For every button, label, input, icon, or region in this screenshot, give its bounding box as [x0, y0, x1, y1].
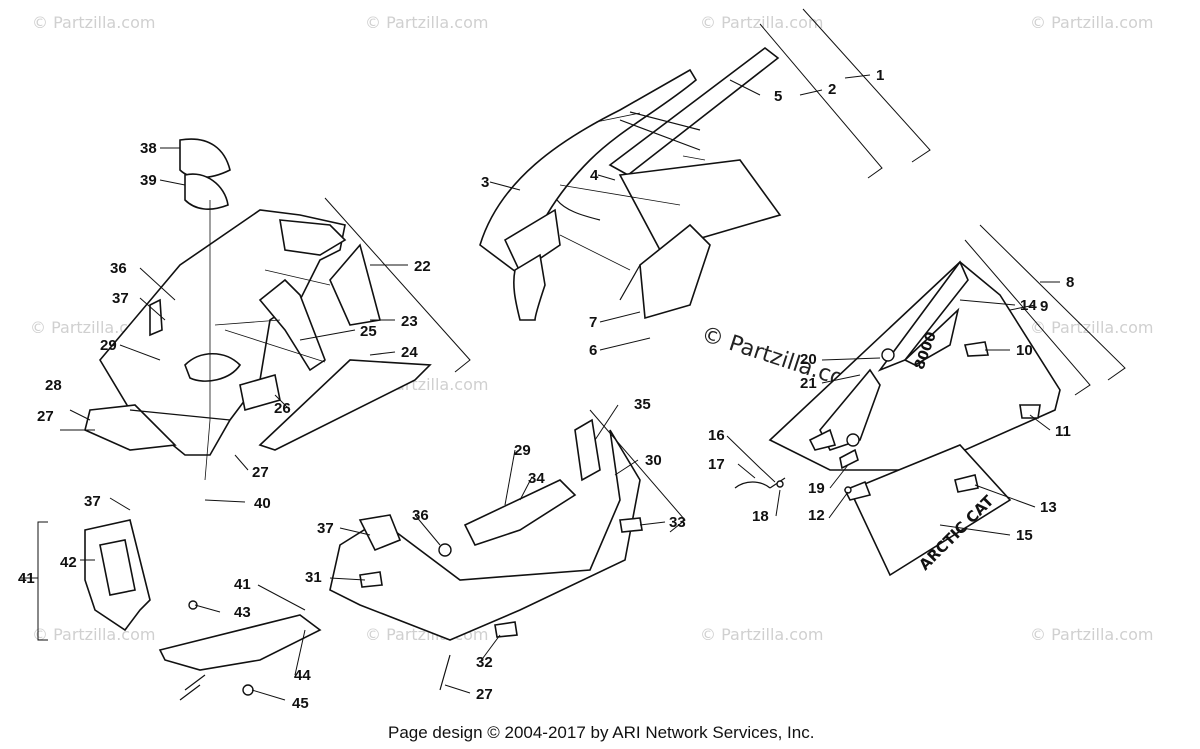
- callout-40: 40: [254, 495, 271, 512]
- watermark: © Partzilla.com: [700, 625, 823, 644]
- callout-7: 7: [589, 314, 597, 331]
- bracket-30: [589, 409, 686, 533]
- watermark: © Partzilla.com: [700, 13, 823, 32]
- bracket-9: [964, 239, 1091, 396]
- callout-35: 35: [634, 396, 651, 413]
- leader-lines: [20, 74, 1060, 701]
- callout-23: 23: [401, 313, 418, 330]
- callout-39: 39: [140, 172, 157, 189]
- callout-labels: 1 2 3 4 5 6 7 8 9 10 11 12 13 14 15 16 1…: [18, 67, 1074, 712]
- bracket-22: [324, 197, 471, 373]
- callout-42: 42: [60, 554, 77, 571]
- callout-8: 8: [1066, 274, 1074, 291]
- callout-15: 15: [1016, 527, 1033, 544]
- callout-26: 26: [274, 400, 291, 417]
- callout-21: 21: [800, 375, 817, 392]
- callout-1: 1: [876, 67, 884, 84]
- side-panel-assembly: 8000 ARCTIC CAT: [734, 260, 1061, 577]
- callout-17: 17: [708, 456, 725, 473]
- callout-29: 29: [514, 442, 531, 459]
- callout-12: 12: [808, 507, 825, 524]
- watermark: © Partzilla.com: [1030, 625, 1153, 644]
- side-trim-assembly: [84, 519, 322, 701]
- watermark: © Partzilla.com: [1030, 318, 1153, 337]
- callout-27: 27: [37, 408, 54, 425]
- upper-panel-assembly: [84, 138, 432, 481]
- callout-37: 37: [317, 520, 334, 537]
- callout-16: 16: [708, 427, 725, 444]
- callout-34: 34: [528, 470, 545, 487]
- callout-19: 19: [808, 480, 825, 497]
- callout-41: 41: [18, 570, 35, 587]
- bracket-2: [759, 23, 883, 179]
- callout-37: 37: [112, 290, 129, 307]
- hood-assembly: [479, 46, 782, 321]
- callout-13: 13: [1040, 499, 1057, 516]
- callout-38: 38: [140, 140, 157, 157]
- callout-41: 41: [234, 576, 251, 593]
- callout-36: 36: [110, 260, 127, 277]
- callout-5: 5: [774, 88, 782, 105]
- bracket-41: [37, 521, 48, 641]
- callout-36: 36: [412, 507, 429, 524]
- watermark: © Partzilla.com: [32, 625, 155, 644]
- callout-45: 45: [292, 695, 309, 712]
- copyright-footer: Page design © 2004-2017 by ARI Network S…: [388, 723, 814, 742]
- callout-43: 43: [234, 604, 251, 621]
- watermark: © Partzilla.com: [1030, 13, 1153, 32]
- callout-33: 33: [669, 514, 686, 531]
- callout-22: 22: [414, 258, 431, 275]
- callout-44: 44: [294, 667, 311, 684]
- callout-32: 32: [476, 654, 493, 671]
- watermark: © Partzilla.com: [32, 13, 155, 32]
- callout-10: 10: [1016, 342, 1033, 359]
- callout-31: 31: [305, 569, 322, 586]
- watermark: © Partzilla.com: [365, 13, 488, 32]
- callout-27: 27: [476, 686, 493, 703]
- callout-3: 3: [481, 174, 489, 191]
- callout-20: 20: [800, 351, 817, 368]
- callout-6: 6: [589, 342, 597, 359]
- callout-25: 25: [360, 323, 377, 340]
- bracket-8: [979, 224, 1126, 381]
- callout-28: 28: [45, 377, 62, 394]
- callout-27: 27: [252, 464, 269, 481]
- bracket-1: [802, 8, 931, 163]
- callout-24: 24: [401, 344, 418, 361]
- callout-14: 14: [1020, 297, 1037, 314]
- callout-9: 9: [1040, 298, 1048, 315]
- callout-18: 18: [752, 508, 769, 525]
- callout-37: 37: [84, 493, 101, 510]
- callout-29: 29: [100, 337, 117, 354]
- callout-11: 11: [1055, 423, 1071, 440]
- callout-2: 2: [828, 81, 836, 98]
- belly-pan-assembly: [329, 418, 643, 691]
- callout-30: 30: [645, 452, 662, 469]
- callout-4: 4: [590, 167, 599, 184]
